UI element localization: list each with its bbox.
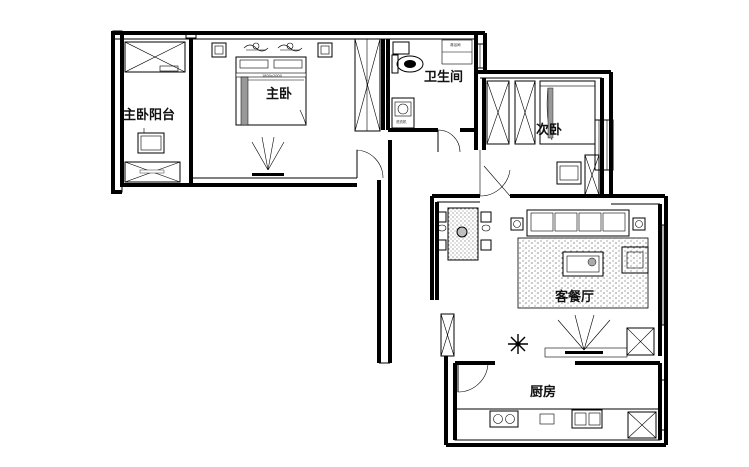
room-label-bathroom: 卫生间 xyxy=(424,69,463,85)
master-bedroom-furniture xyxy=(211,38,381,176)
walls xyxy=(111,30,668,447)
kitchen-counter xyxy=(454,408,661,441)
balcony-furniture xyxy=(124,41,186,183)
bed-size-label: 1800x2000 xyxy=(262,74,282,78)
washer-label: 洗衣机 xyxy=(396,119,407,124)
living-room-furniture xyxy=(440,209,655,358)
room-label-master-bedroom: 主卧 xyxy=(266,86,292,102)
dining-set xyxy=(435,207,492,261)
windows xyxy=(185,33,668,431)
room-label-master-balcony: 主卧阳台 xyxy=(123,107,175,123)
svg-text:淋浴间: 淋浴间 xyxy=(450,42,461,47)
room-labels: 主卧阳台 主卧 卫生间 次卧 客餐厅 厨房 1800x2000 xyxy=(123,69,594,400)
room-label-kitchen: 厨房 xyxy=(530,384,556,400)
tv-bedroom xyxy=(251,136,285,176)
room-label-living-dining: 客餐厅 xyxy=(555,289,594,305)
doors xyxy=(356,129,511,393)
bathroom-fixtures: 淋浴间 洗衣机 xyxy=(391,39,473,129)
tv-living xyxy=(544,314,628,358)
room-label-second-bedroom: 次卧 xyxy=(536,122,562,138)
second-bedroom-furniture xyxy=(486,80,600,196)
